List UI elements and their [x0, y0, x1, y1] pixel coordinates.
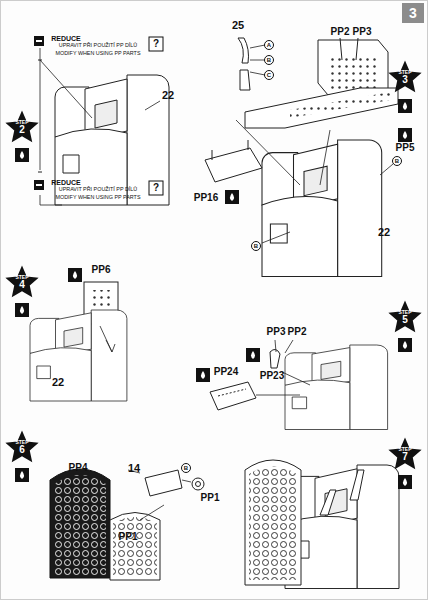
colour-callout: B: [392, 156, 402, 166]
step-badge-text: STEP: [15, 120, 28, 125]
part-number: PP5: [395, 143, 416, 153]
colour-callout: C: [264, 70, 274, 80]
note-text: UPRAVIT PŘI POUŽITÍ PP DÍLŮ: [59, 43, 137, 48]
part-number: PP16: [193, 193, 219, 203]
part-number: 14: [127, 463, 141, 474]
step-badge-text: 6: [19, 445, 25, 455]
step-badge-text: 2: [19, 125, 25, 135]
part-number: PP23: [259, 371, 285, 381]
part-number: PP3: [266, 327, 287, 337]
page-number: 3: [409, 6, 417, 20]
part-number: PP1: [118, 532, 139, 542]
part-number: PP4: [68, 463, 89, 473]
colour-callout: B: [181, 463, 191, 473]
part-number: 22: [161, 90, 175, 101]
part-number: PP2: [330, 27, 351, 37]
note-text: MODIFY WHEN USING PP PARTS: [56, 195, 141, 200]
step-badge-text: 5: [402, 315, 408, 325]
part-number: PP3: [352, 27, 373, 37]
step-badge-text: 7: [402, 452, 408, 462]
part-number: 25: [231, 20, 245, 31]
part-number: 22: [51, 377, 65, 388]
part-number: PP6: [91, 265, 112, 275]
colour-callout: B: [264, 55, 274, 65]
step-badge-text: 3: [402, 75, 408, 85]
note-text: MODIFY WHEN USING PP PARTS: [56, 51, 141, 56]
part-number: REDUCE: [50, 35, 82, 42]
part-number: 22: [377, 227, 391, 238]
step-badge-text: 4: [19, 280, 25, 290]
part-number: REDUCE: [50, 179, 82, 186]
step-badge-text: STEP: [398, 447, 411, 452]
step-badge-text: STEP: [398, 70, 411, 75]
colour-callout: A: [264, 40, 274, 50]
query-mark: ?: [153, 183, 159, 193]
page-number-box: 3: [402, 3, 424, 23]
query-mark: ?: [153, 39, 159, 49]
part-number: PP24: [213, 367, 239, 377]
part-number: PP2: [287, 327, 308, 337]
step-badge-text: STEP: [398, 310, 411, 315]
part-number: PP1: [200, 493, 221, 503]
colour-callout: B: [251, 241, 261, 251]
step-badge-text: STEP: [15, 275, 28, 280]
step-badge-text: STEP: [15, 440, 28, 445]
note-text: UPRAVIT PŘI POUŽITÍ PP DÍLŮ: [59, 187, 137, 192]
